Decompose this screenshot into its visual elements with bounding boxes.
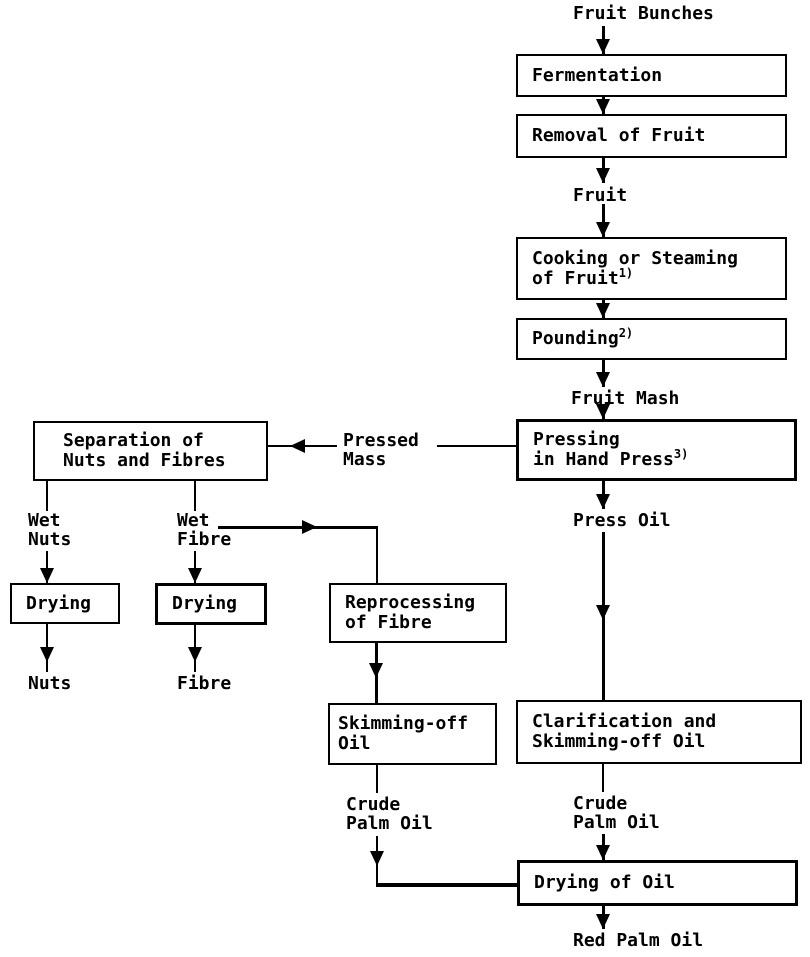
edge-separation-wetnuts: [46, 481, 48, 511]
arrowhead-down-icon: [370, 851, 384, 866]
edge-wetnuts-drying: [46, 551, 48, 583]
removal-of-fruit-label: Removal of Fruit: [532, 125, 706, 146]
wet-fibre-line2: Fibre: [177, 529, 232, 550]
pounding-footnote: 2): [618, 326, 634, 340]
label-fruit-mash: Fruit Mash: [571, 388, 680, 409]
node-drying-of-oil: Drying of Oil: [517, 860, 798, 906]
clarification-line2: Skimming-off Oil: [532, 731, 706, 752]
arrowhead-down-icon: [596, 404, 610, 419]
cooking-line1: Cooking or Steaming: [532, 247, 738, 269]
edge-separation-wetfibre: [194, 481, 196, 511]
node-drying-fibre: Drying: [155, 583, 267, 625]
pressed-mass-line2: Mass: [343, 449, 387, 470]
arrowhead-down-icon: [188, 647, 202, 662]
pressed-mass-line1: Pressed: [343, 430, 419, 451]
cooking-line2: of Fruit: [532, 267, 619, 289]
crude-right-line1: Crude: [573, 793, 628, 814]
node-removal-of-fruit: Removal of Fruit: [516, 114, 787, 158]
arrowhead-down-icon: [596, 372, 610, 387]
arrowhead-down-icon: [40, 647, 54, 662]
reprocessing-line2: of Fibre: [345, 612, 432, 633]
edge-clarification-crudepalmoil: [602, 764, 604, 792]
skimming-line2: Oil: [338, 733, 371, 754]
wet-fibre-line1: Wet: [177, 510, 210, 531]
wet-nuts-line1: Wet: [28, 510, 61, 531]
pressing-line2: in Hand Press: [533, 449, 674, 470]
edge-wetfibre-reprocessing-h: [218, 526, 378, 529]
crude-right-line2: Palm Oil: [573, 812, 660, 833]
arrowhead-down-icon: [596, 39, 610, 54]
node-pounding: Pounding2): [516, 318, 787, 360]
label-fruit-bunches: Fruit Bunches: [573, 3, 714, 24]
drying-nuts-label: Drying: [26, 592, 92, 614]
label-fibre: Fibre: [177, 673, 232, 694]
label-press-oil: Press Oil: [573, 510, 671, 531]
separation-line1: Separation of: [63, 430, 204, 451]
reprocessing-line1: Reprocessing: [345, 592, 476, 613]
drying-of-oil-label: Drying of Oil: [534, 872, 675, 893]
clarification-line1: Clarification and: [532, 711, 717, 732]
edge-skimming-crudepalmoil: [376, 765, 378, 793]
pressing-footnote: 3): [673, 447, 689, 461]
label-red-palm-oil: Red Palm Oil: [573, 930, 704, 951]
arrowhead-left-icon: [290, 439, 305, 453]
arrowhead-down-icon: [596, 914, 610, 929]
arrowhead-down-icon: [596, 222, 610, 237]
pounding-text: Pounding: [532, 328, 619, 349]
arrowhead-down-icon: [596, 168, 610, 183]
edge-crudepalmoil-drying-h: [376, 883, 518, 887]
edge-wetfibre-drying: [194, 551, 196, 583]
label-fruit: Fruit: [573, 185, 628, 206]
arrowhead-down-icon: [596, 845, 610, 860]
arrowhead-down-icon: [596, 303, 610, 318]
arrowhead-down-icon: [596, 99, 610, 114]
skimming-line1: Skimming-off: [338, 713, 469, 734]
edge-pressing-pressedmass: [437, 445, 516, 447]
arrowhead-right-icon: [302, 520, 317, 534]
edge-fruit-cooking: [602, 204, 605, 237]
node-drying-nuts: Drying: [10, 583, 120, 624]
node-fermentation: Fermentation: [516, 54, 787, 97]
arrowhead-down-icon: [188, 568, 202, 583]
arrowhead-down-icon: [369, 663, 383, 678]
pounding-label: Pounding2): [518, 326, 634, 349]
fermentation-label: Fermentation: [532, 64, 663, 86]
drying-fibre-label: Drying: [172, 593, 238, 614]
crude-center-line2: Palm Oil: [346, 813, 433, 834]
arrowhead-down-icon: [40, 568, 54, 583]
arrowhead-down-icon: [596, 605, 610, 620]
pressing-line1: Pressing: [533, 429, 620, 450]
cooking-footnote: 1): [618, 265, 634, 280]
arrowhead-down-icon: [596, 494, 610, 509]
label-nuts: Nuts: [28, 673, 72, 694]
crude-center-line1: Crude: [346, 794, 401, 815]
edge-wetfibre-reprocessing-v: [376, 526, 378, 583]
wet-nuts-line2: Nuts: [28, 529, 72, 550]
separation-line2: Nuts and Fibres: [63, 450, 226, 471]
